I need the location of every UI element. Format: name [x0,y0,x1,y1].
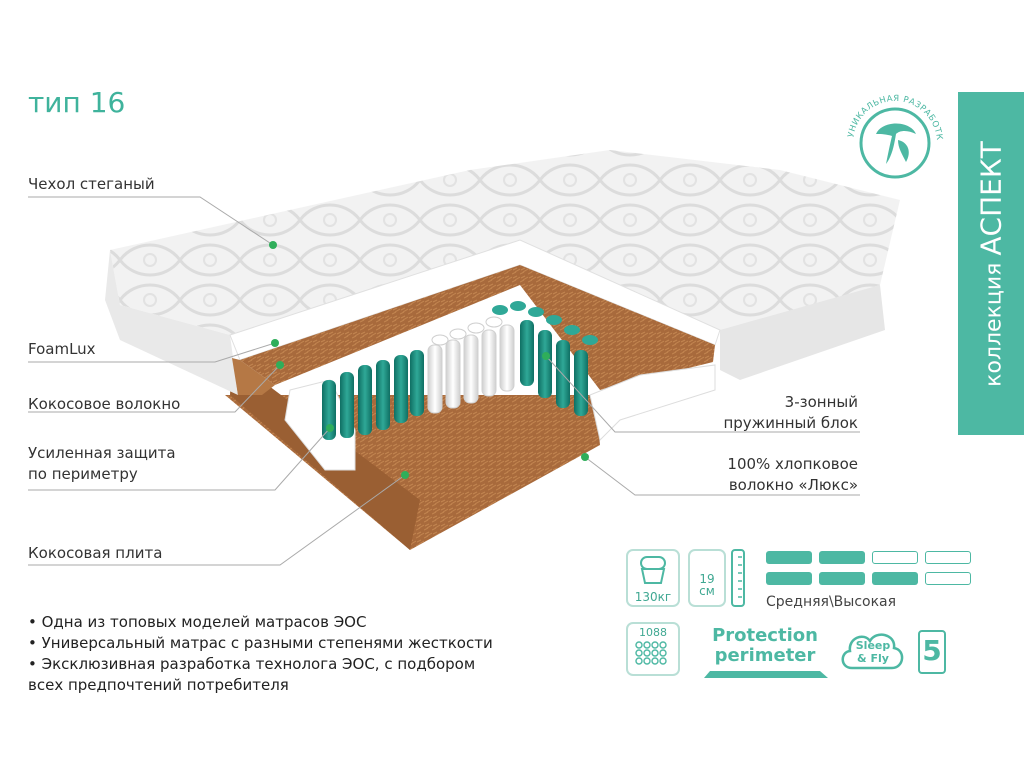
label-cotton-line1: 100% хлопковое [727,455,858,473]
weight-spec: 130кг [626,549,680,607]
label-springs-line1: 3-зонный [784,393,858,411]
warranty-badge: 5 [918,630,946,674]
collection-name: АСПЕКТ [974,141,1008,256]
protection-perimeter-badge: Protection perimeter [700,626,830,684]
perimeter-underline-icon [704,671,828,678]
label-cotton-line2: волокно «Люкс» [728,476,858,494]
label-quilted-cover: Чехол стеганый [28,175,155,193]
label-coconut-slab: Кокосовая плита [28,544,163,562]
kettlebell-icon [640,556,666,584]
feature-item: • Эксклюзивная разработка технолога ЭОС,… [28,655,476,673]
firmness-bar [872,551,918,564]
protection-line2: perimeter [714,645,816,666]
sleep-fly-label: Sleep & Fly [842,639,904,665]
quilted-cover [110,150,900,335]
sleep-fly-line2: & Fly [857,652,889,665]
label-coconut-fibre: Кокосовое волокно [28,395,181,413]
spring-block [322,301,598,440]
sleep-fly-cloud-icon [841,633,904,670]
perimeter-foam-right [589,364,716,441]
feature-item: всех предпочтений потребителя [28,676,289,694]
feature-item: • Универсальный матрас с разными степеня… [28,634,493,652]
firmness-bar [766,572,812,585]
firmness-bar [925,572,971,585]
page-title: тип 16 [28,86,126,119]
label-foamlux: FoamLux [28,340,96,358]
feature-item: • Одна из топовых моделей матрасов ЭОС [28,613,367,631]
ruler-icon [731,549,745,607]
leaf-icon [876,123,916,164]
height-spec: 19 см [688,549,726,607]
height-value: 19 [699,572,715,586]
label-springs-line2: пружинный блок [723,414,858,432]
height-unit: см [699,584,715,598]
springs-count: 1088 [639,626,667,639]
unique-badge: УНИКАЛЬНАЯ РАЗРАБОТКА [842,90,944,179]
firmness-label: Средняя\Высокая [766,594,897,610]
firmness-bar [819,572,865,585]
firmness-bar [925,551,971,564]
firmness-bar [872,572,918,585]
springs-grid-icon [635,641,667,665]
sleep-fly-line1: Sleep [855,639,891,652]
feature-list: • Одна из топовых моделей матрасов ЭОС •… [28,612,493,696]
collection-band: коллекция АСПЕКТ [958,92,1024,435]
weight-value: 130кг [634,590,672,604]
springs-spec: 1088 [626,622,680,676]
firmness-indicator [766,551,971,585]
warranty-years: 5 [922,634,942,667]
label-perimeter-line2: по периметру [28,465,138,483]
protection-line1: Protection [712,625,818,646]
firmness-bar [819,551,865,564]
firmness-bar [766,551,812,564]
collection-prefix: коллекция [981,262,1007,387]
label-perimeter-line1: Усиленная защита [28,444,176,462]
